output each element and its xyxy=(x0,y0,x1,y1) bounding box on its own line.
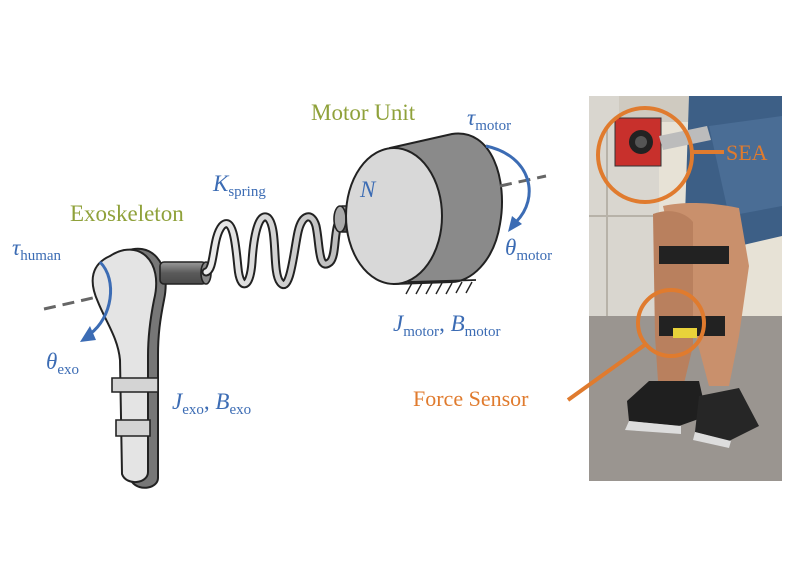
tau-motor-subscript: motor xyxy=(475,118,512,134)
b-exo-subscript: exo xyxy=(229,402,252,418)
motor-inertia-damping-label: Jmotor, Bmotor xyxy=(393,312,500,340)
j-exo-symbol: J xyxy=(172,389,183,414)
force-sensor-label: Force Sensor xyxy=(413,386,529,411)
motor-face xyxy=(345,147,443,285)
b-motor-subscript: motor xyxy=(464,324,501,340)
tau-human-subscript: human xyxy=(20,248,62,264)
gear-ratio-label: N xyxy=(360,178,375,201)
motor-comma: , xyxy=(439,311,451,336)
j-motor-subscript: motor xyxy=(403,324,440,340)
exo-strap-lower xyxy=(115,419,151,437)
k-subscript: spring xyxy=(228,184,266,200)
theta-exo-symbol: θ xyxy=(46,349,58,374)
exo-strap-upper xyxy=(111,377,159,393)
motor-ground xyxy=(407,279,477,283)
force-sensor-callout-line xyxy=(566,342,648,402)
theta-motor-symbol: θ xyxy=(505,235,517,260)
motor-unit-label: Motor Unit xyxy=(311,100,416,125)
j-motor-symbol: J xyxy=(393,311,404,336)
exo-comma: , xyxy=(203,389,216,414)
exo-inertia-damping-label: Jexo, Bexo xyxy=(172,390,251,418)
tau-motor-label: τmotor xyxy=(467,106,511,134)
sea-callout-circle xyxy=(596,106,694,204)
theta-exo-subscript: exo xyxy=(57,362,79,378)
tau-human-label: τhuman xyxy=(12,236,61,264)
exo-rotation-arrow xyxy=(89,260,113,336)
tau-motor-symbol: τ xyxy=(467,105,476,130)
motor-axis-line xyxy=(499,174,547,188)
tau-human-symbol: τ xyxy=(12,235,21,260)
ground-hatch xyxy=(405,281,473,295)
k-symbol: K xyxy=(213,171,229,196)
j-exo-subscript: exo xyxy=(182,402,204,418)
force-sensor-callout-circle xyxy=(636,288,706,358)
spring-stiffness-label: Kspring xyxy=(213,172,266,200)
motor-rotation-arrow xyxy=(485,144,531,224)
exo-axis-line xyxy=(43,288,129,311)
spring-highlight xyxy=(203,214,341,287)
motor-arrow-head-icon xyxy=(508,216,522,232)
b-motor-symbol: B xyxy=(450,311,465,336)
photo-illustration xyxy=(589,96,782,481)
theta-motor-label: θmotor xyxy=(505,236,552,264)
exo-arrow-head-icon xyxy=(80,326,96,342)
gear-ratio-symbol: N xyxy=(360,177,376,202)
b-exo-symbol: B xyxy=(215,389,230,414)
theta-exo-label: θexo xyxy=(46,350,79,378)
exoskeleton-photo xyxy=(589,96,782,481)
sea-label: SEA xyxy=(726,140,768,165)
exoskeleton-label: Exoskeleton xyxy=(70,201,184,226)
theta-motor-subscript: motor xyxy=(516,248,553,264)
